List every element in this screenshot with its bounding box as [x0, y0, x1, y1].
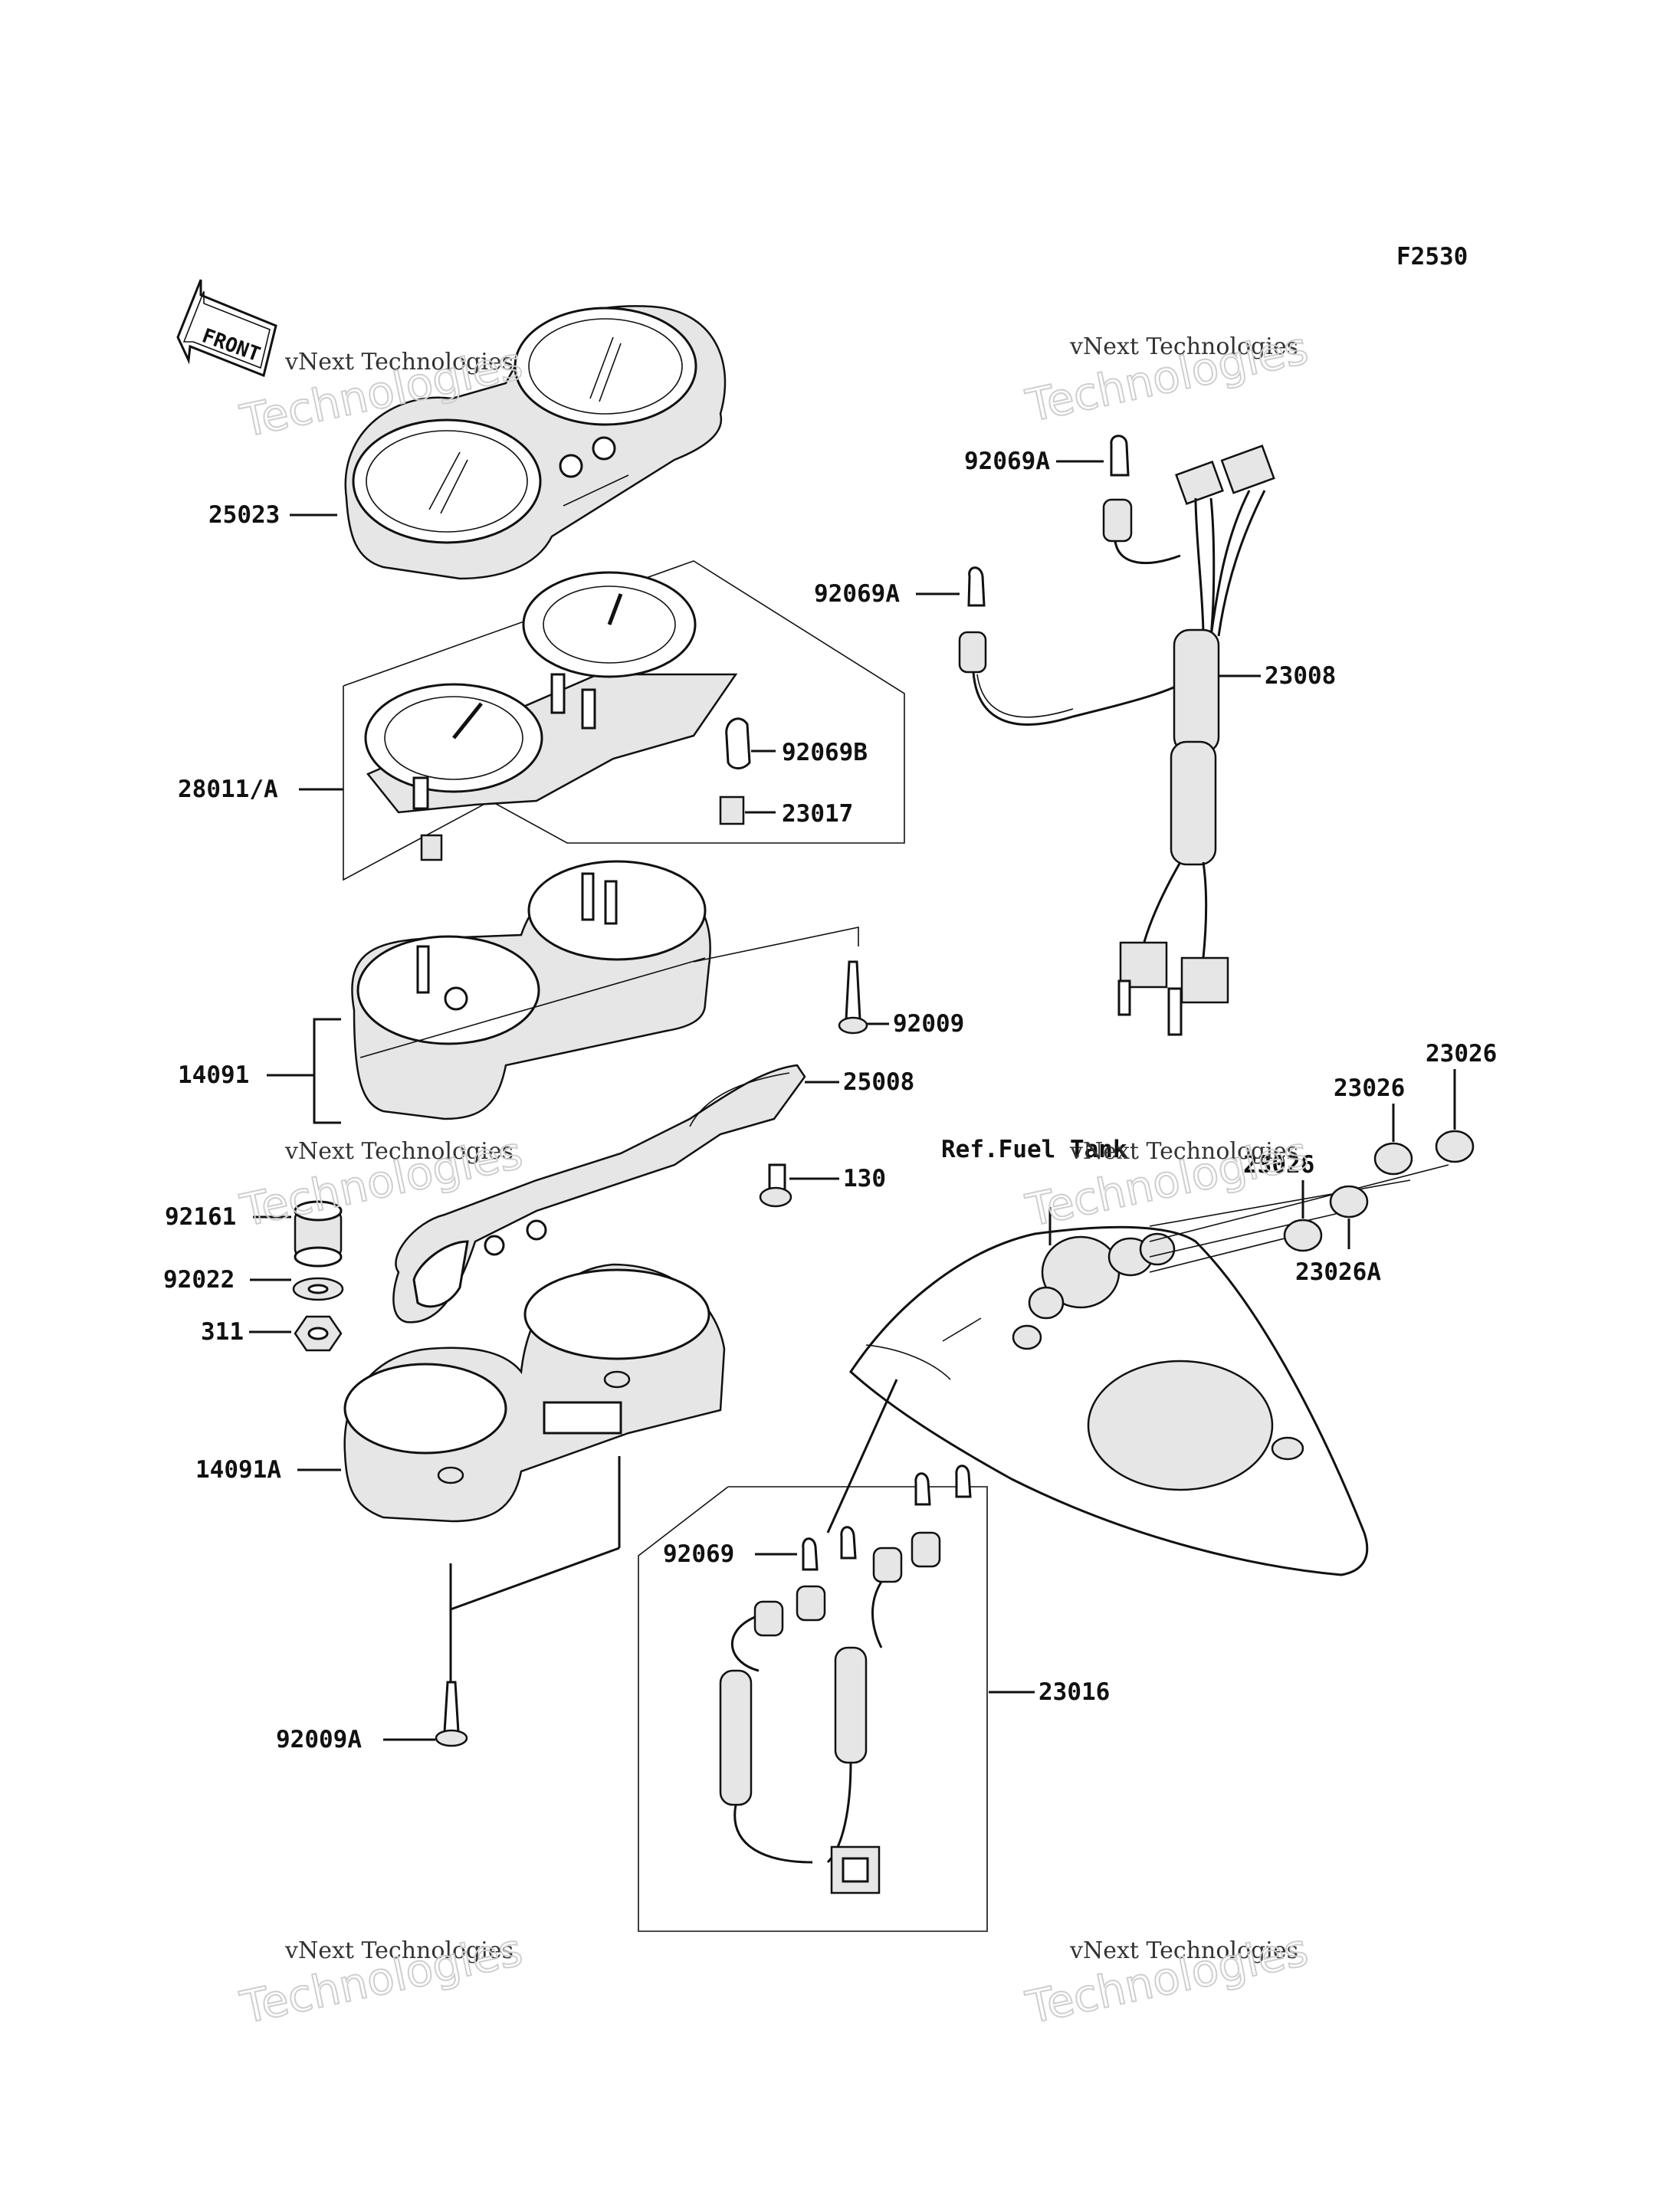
label-23026A: 23026A	[1295, 1258, 1381, 1286]
label-92009A: 92009A	[276, 1726, 362, 1753]
washer-illustration	[292, 1277, 344, 1301]
gauge-assembly-group	[343, 560, 905, 881]
watermark-bottom-left: vNext Technologies Technologies	[235, 1923, 528, 2035]
watermark-bottom-right: vNext Technologies Technologies	[1021, 1923, 1314, 2035]
indicator-caps-illustration	[1149, 1069, 1475, 1273]
upper-meter-cover-illustration	[344, 305, 727, 580]
reference-label: Ref.Fuel Tank	[941, 1136, 1127, 1163]
label-92069B: 92069B	[782, 739, 868, 766]
svg-text:vNext Technologies: vNext Technologies	[1069, 333, 1298, 360]
meter-case-illustration	[351, 860, 868, 1120]
grommet-illustration	[294, 1200, 343, 1268]
svg-text:vNext Technologies: vNext Technologies	[1069, 1937, 1298, 1964]
label-25023: 25023	[208, 501, 280, 529]
svg-text:vNext Technologies: vNext Technologies	[284, 1138, 514, 1165]
front-arrow-icon: FRONT	[176, 279, 277, 378]
fuel-tank-panel-illustration	[849, 1207, 1369, 1576]
label-92161: 92161	[165, 1203, 236, 1231]
label-92069A-upper: 92069A	[964, 448, 1050, 475]
label-92022: 92022	[163, 1266, 235, 1294]
lower-meter-cover-illustration	[343, 1263, 726, 1747]
label-14091A: 14091A	[195, 1456, 281, 1484]
nut-illustration	[294, 1315, 343, 1352]
label-23026-mid: 23026	[1334, 1074, 1405, 1102]
label-25008: 25008	[843, 1068, 914, 1096]
label-311: 311	[201, 1318, 244, 1346]
label-28011A: 28011/A	[178, 776, 278, 803]
label-23026-right: 23026	[1426, 1040, 1497, 1068]
label-92069A-lower: 92069A	[814, 580, 900, 608]
label-92069: 92069	[663, 1540, 734, 1568]
label-92009: 92009	[893, 1010, 964, 1038]
label-23026-left: 23026	[1243, 1151, 1314, 1179]
meter-bracket-illustration	[392, 1064, 806, 1324]
label-23017: 23017	[782, 800, 853, 828]
label-23008: 23008	[1265, 662, 1336, 690]
label-130: 130	[843, 1165, 886, 1192]
svg-text:vNext Technologies: vNext Technologies	[284, 1937, 514, 1964]
label-14091: 14091	[178, 1061, 249, 1089]
figure-code: F2530	[1396, 243, 1468, 271]
watermark-top-right: vNext Technologies Technologies	[1021, 321, 1314, 433]
svg-text:vNext Technologies: vNext Technologies	[1069, 1138, 1298, 1165]
indicator-harness-group	[638, 1379, 988, 1932]
label-23016: 23016	[1039, 1678, 1110, 1706]
svg-text:vNext Technologies: vNext Technologies	[284, 349, 514, 376]
meter-harness-illustration	[958, 435, 1275, 1036]
